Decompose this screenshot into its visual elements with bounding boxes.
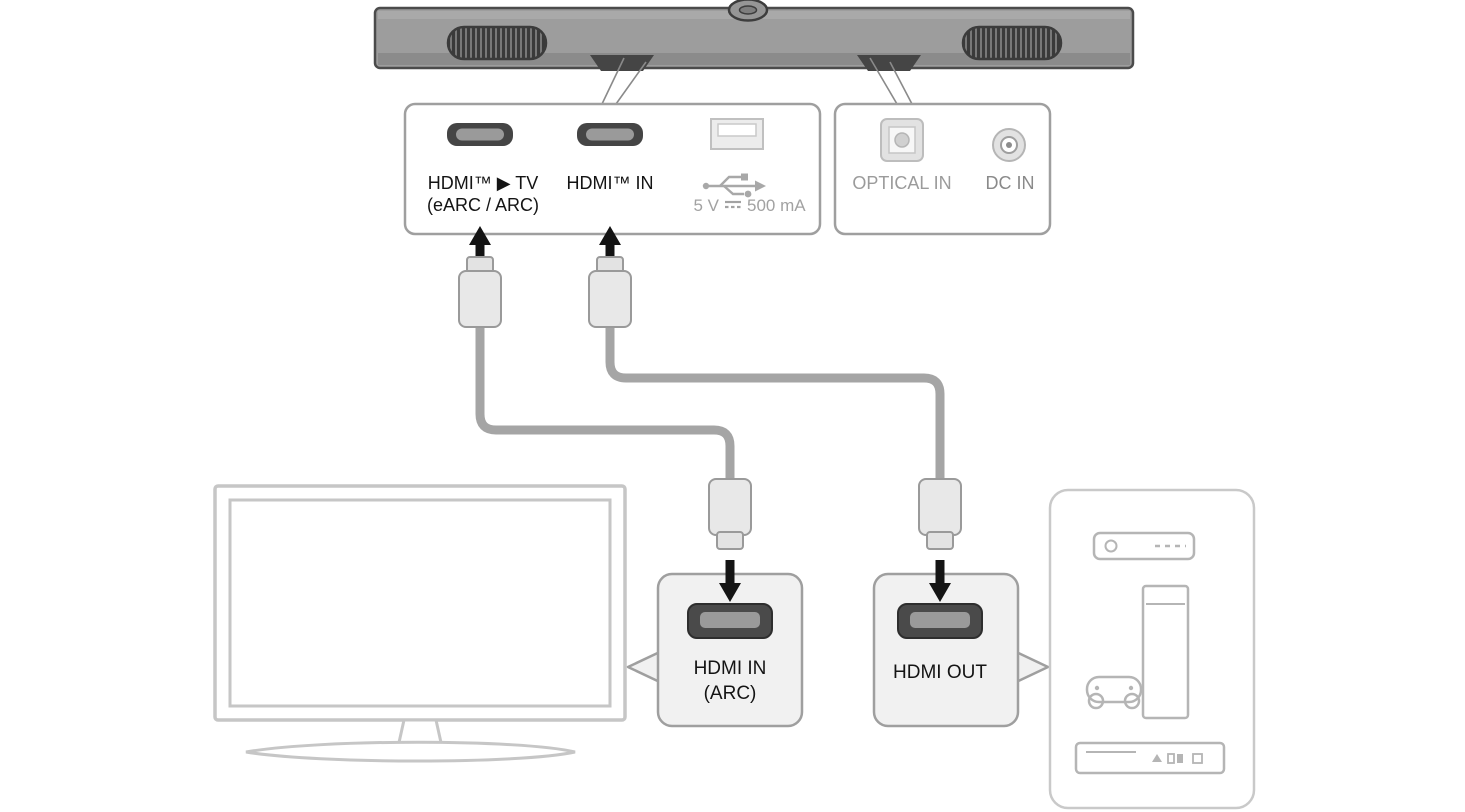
hdmi-connector-down-left [708, 478, 752, 550]
tv-stand-base [245, 740, 576, 763]
arrow-down-left-icon [719, 560, 741, 602]
soundbar-bottom-shade [378, 53, 1130, 65]
hdmi-in-label: HDMI™ IN [567, 173, 654, 193]
hdmi-in-arc-sublabel: (ARC) [704, 683, 757, 704]
arrow-up-left-icon [469, 226, 491, 258]
hdmi-tv-sublabel: (eARC / ARC) [427, 195, 539, 215]
callout-lines [601, 57, 913, 105]
hdmi-tv-label: HDMI™ ▶ TV [428, 173, 539, 193]
hdmi-cable-right [605, 319, 945, 487]
hdmi-connector-up-left [458, 256, 502, 328]
devices-panel [1048, 488, 1256, 810]
usb-power-current: 500 mA [747, 196, 806, 215]
optical-label: OPTICAL IN [852, 173, 951, 193]
hdmi-in-arc-port-icon [687, 603, 773, 639]
callout-line-left-a [615, 61, 647, 105]
hdmi-connector-down-right [918, 478, 962, 550]
hdmi-in-port-icon [577, 123, 643, 146]
hdmi-out-frame [872, 572, 1020, 728]
power-panel: OPTICAL IN DC IN [833, 102, 1052, 236]
callout-line-left-b [601, 57, 625, 105]
dc-symbol-icon [725, 200, 741, 209]
dc-port-icon [992, 128, 1026, 162]
hdmi-tv-port-icon [447, 123, 513, 146]
hdmi-out-port-icon [897, 603, 983, 639]
hdmi-in-arc-label: HDMI IN [694, 658, 767, 679]
gamepad-icon [1085, 675, 1143, 710]
game-console-icon [1141, 584, 1190, 720]
hdmi-out-box: HDMI OUT [872, 572, 1050, 728]
cables [475, 319, 945, 487]
hdmi-cable-left [475, 319, 735, 487]
arrow-down-right-icon [929, 560, 951, 602]
callout-line-right-a [869, 57, 898, 105]
tv [213, 484, 627, 763]
settop-box-icon [1092, 531, 1196, 561]
ports-panel: HDMI™ ▶ TV (eARC / ARC) HDMI™ IN 5 V 500… [403, 102, 822, 236]
optical-port-icon [880, 118, 924, 162]
usb-power-value: 5 V [693, 196, 719, 215]
usb-icon [702, 173, 766, 198]
usb-port-icon [710, 118, 764, 150]
power-panel-frame [833, 102, 1052, 236]
speaker-grille-right-icon [961, 25, 1063, 61]
disc-player-icon [1074, 741, 1226, 775]
devices-panel-frame [1048, 488, 1256, 810]
tv-screen [228, 498, 612, 708]
dc-label: DC IN [986, 173, 1035, 193]
speaker-grille-left-icon [446, 25, 548, 61]
soundbar-top-knob-inner [738, 5, 758, 15]
callout-line-right-b [889, 61, 913, 105]
arrow-up-right-icon [599, 226, 621, 258]
hdmi-connector-up-right [588, 256, 632, 328]
hdmi-in-arc-box: HDMI IN (ARC) [626, 572, 804, 728]
hdmi-out-label: HDMI OUT [893, 662, 987, 683]
soundbar [373, 0, 1135, 71]
soundbar-notch-right [857, 55, 921, 71]
